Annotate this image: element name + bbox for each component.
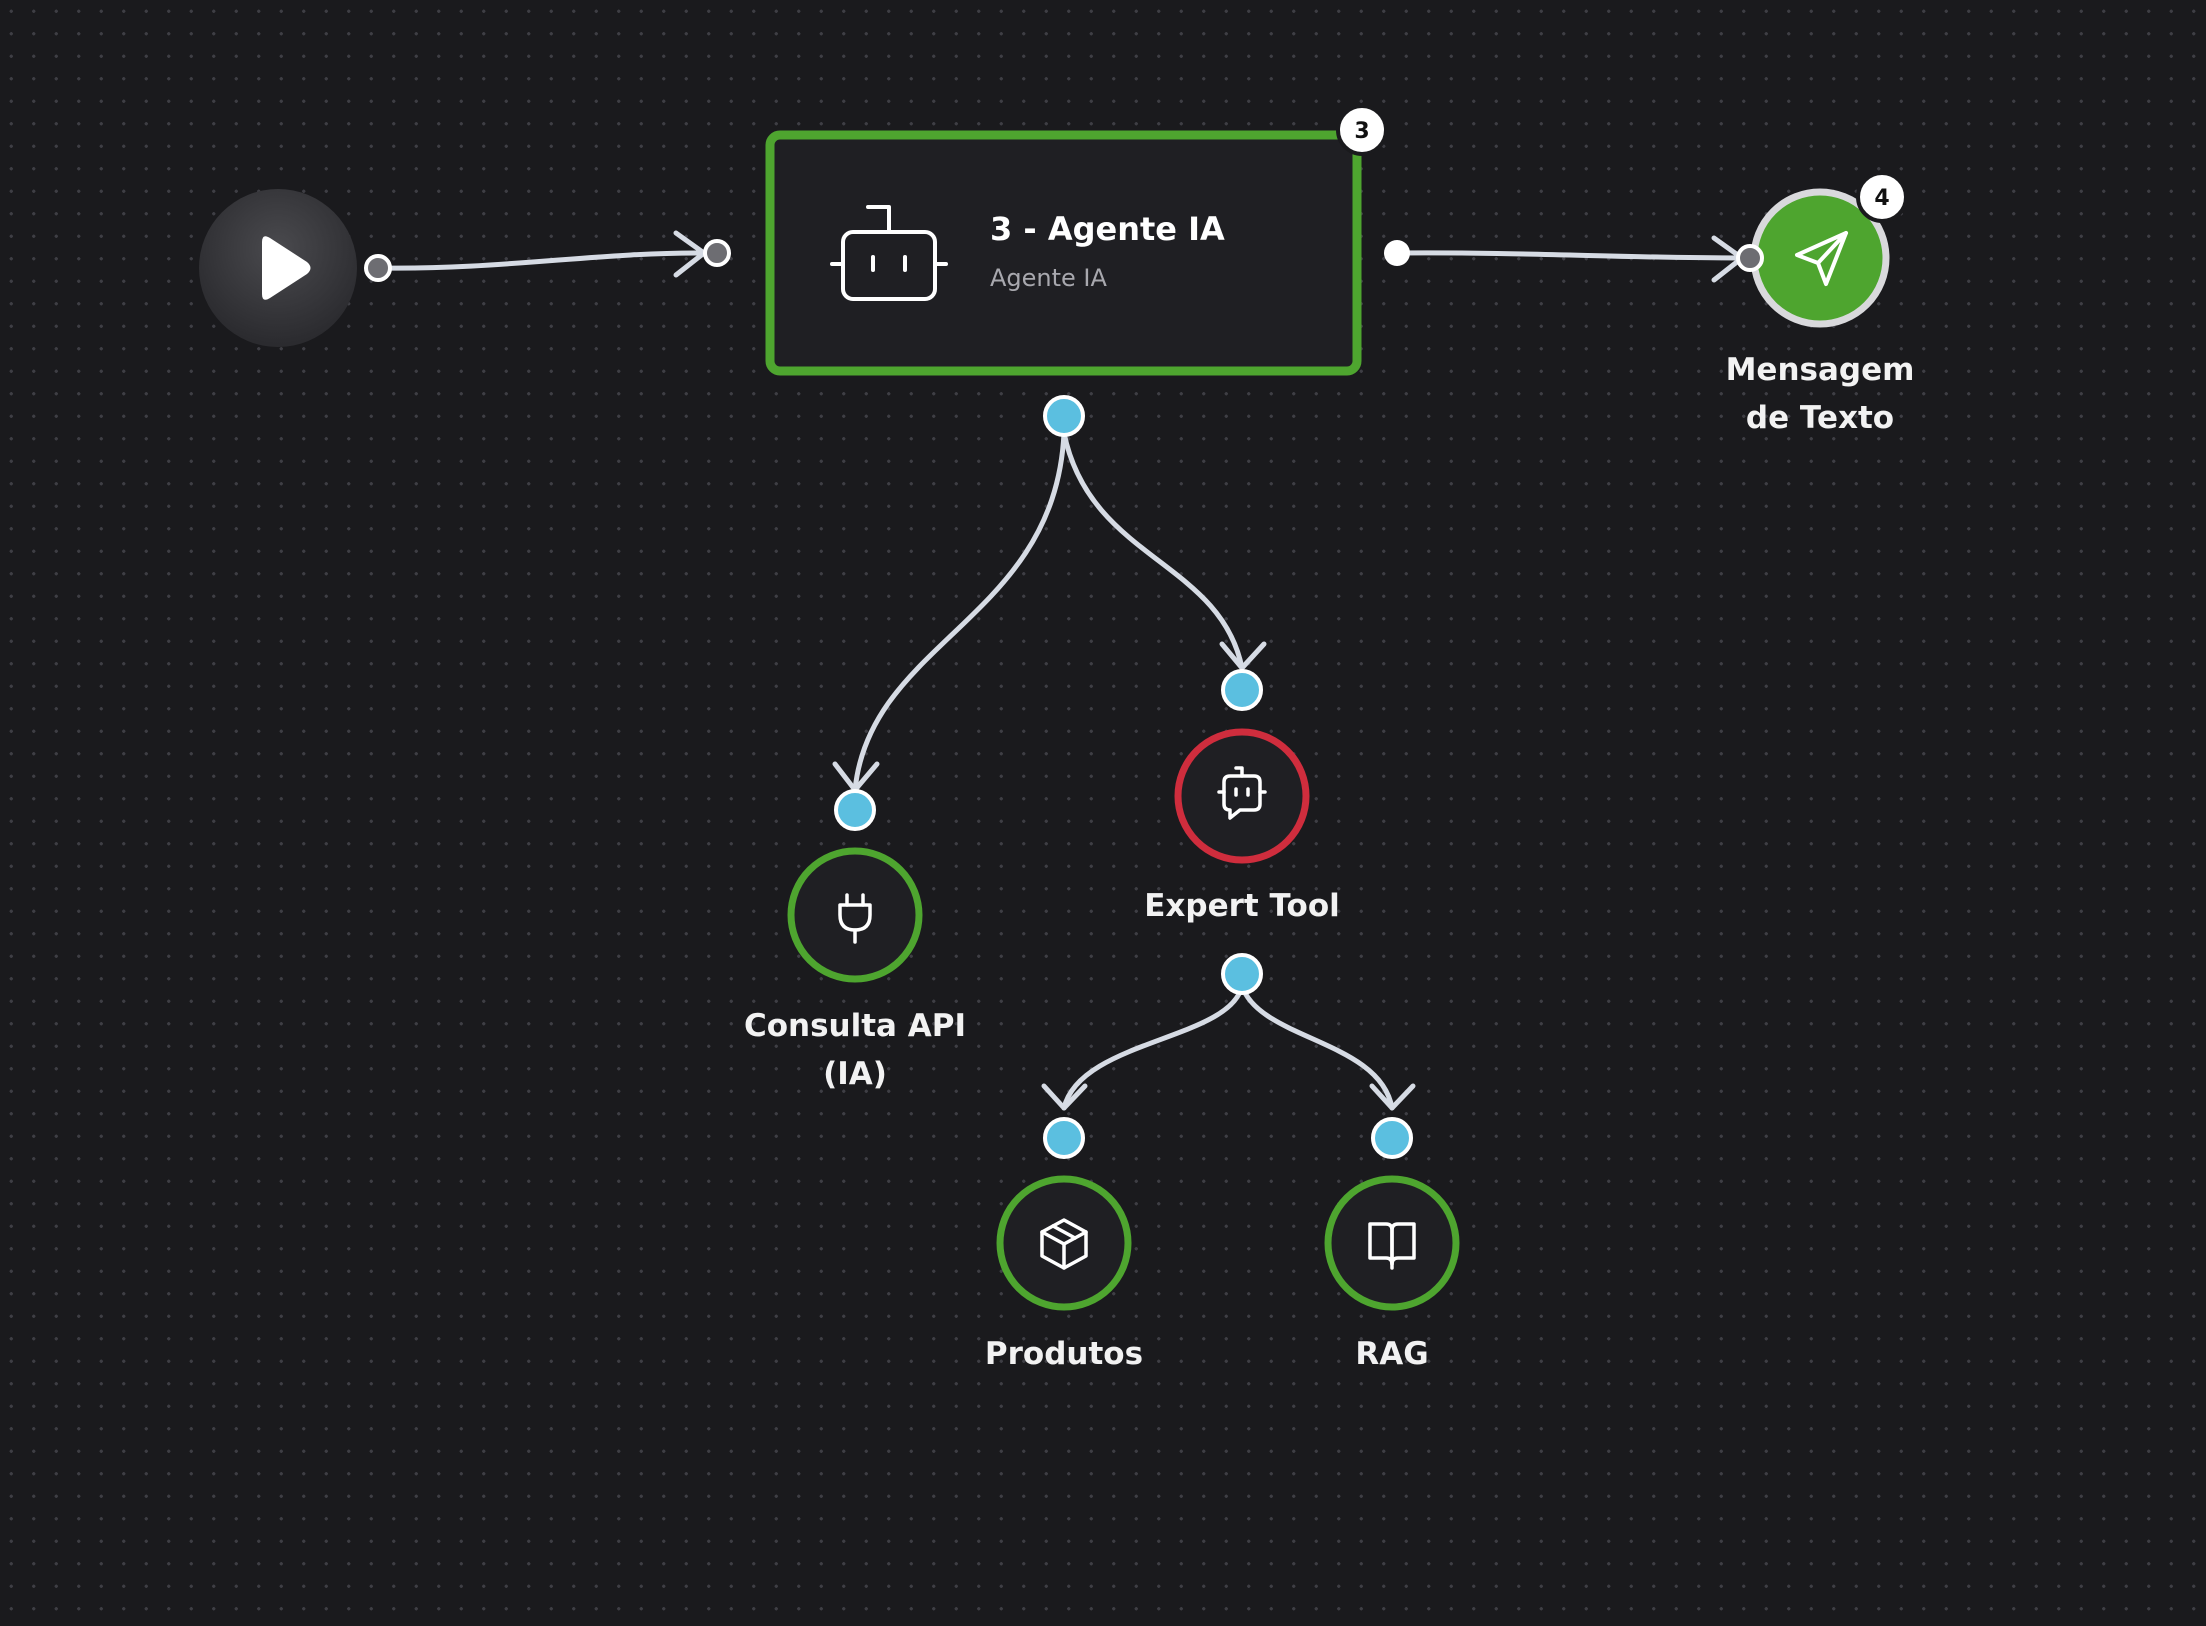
expert-tool-tools-handle[interactable] [1221,953,1263,995]
rag-node-label: RAG [1355,1336,1429,1372]
message-badge-number: 4 [1874,186,1889,211]
edges [375,230,1745,1111]
consulta-api-node[interactable] [787,847,923,983]
expert-tool-node[interactable] [1174,728,1310,864]
consulta-api-input-handle[interactable] [834,789,876,831]
message-label-line1: Mensagem [1725,352,1915,388]
produtos-node-label: Produtos [984,1336,1144,1372]
consulta-api-label-line2: (IA) [823,1056,887,1092]
package-icon [1040,1218,1088,1270]
edge-expert-to-rag[interactable] [1239,983,1416,1111]
edge-agent-to-expert-tool[interactable] [1061,430,1267,671]
agent-step-badge: 3 [1336,104,1388,156]
expert-tool-input-handle[interactable] [1221,669,1263,711]
agent-node-subtitle: Agente IA [990,264,1107,292]
bot-message-icon [1217,766,1267,820]
agent-output-handle[interactable] [1384,240,1410,266]
start-output-handle[interactable] [364,254,392,282]
book-icon [1368,1222,1416,1270]
edge-agent-to-message[interactable] [1394,235,1745,283]
produtos-input-handle[interactable] [1043,1117,1085,1159]
plug-icon [838,893,872,944]
message-node-label: Mensagem de Texto [1720,346,1920,442]
edge-expert-to-produtos[interactable] [1041,983,1245,1111]
play-icon [262,236,311,300]
expert-tool-node-label: Expert Tool [1144,888,1340,924]
edge-agent-to-consulta-api[interactable] [832,430,1067,793]
agent-badge-number: 3 [1354,119,1369,144]
agent-node-title: 3 - Agente IA [990,210,1225,248]
start-node[interactable] [199,189,357,347]
produtos-node[interactable] [996,1175,1132,1311]
message-input-handle[interactable] [1736,244,1764,272]
message-label-line2: de Texto [1745,400,1895,436]
agent-input-handle[interactable] [703,239,731,267]
consulta-api-node-label: Consulta API (IA) [735,1002,975,1098]
robot-icon [830,205,948,301]
rag-node[interactable] [1324,1175,1460,1311]
consulta-api-label-line1: Consulta API [743,1008,967,1044]
edge-start-to-agent[interactable] [375,230,707,278]
agent-tools-handle[interactable] [1043,395,1085,437]
send-icon [1795,231,1848,286]
message-step-badge: 4 [1856,171,1908,223]
agent-node[interactable] [765,130,1362,376]
rag-input-handle[interactable] [1371,1117,1413,1159]
